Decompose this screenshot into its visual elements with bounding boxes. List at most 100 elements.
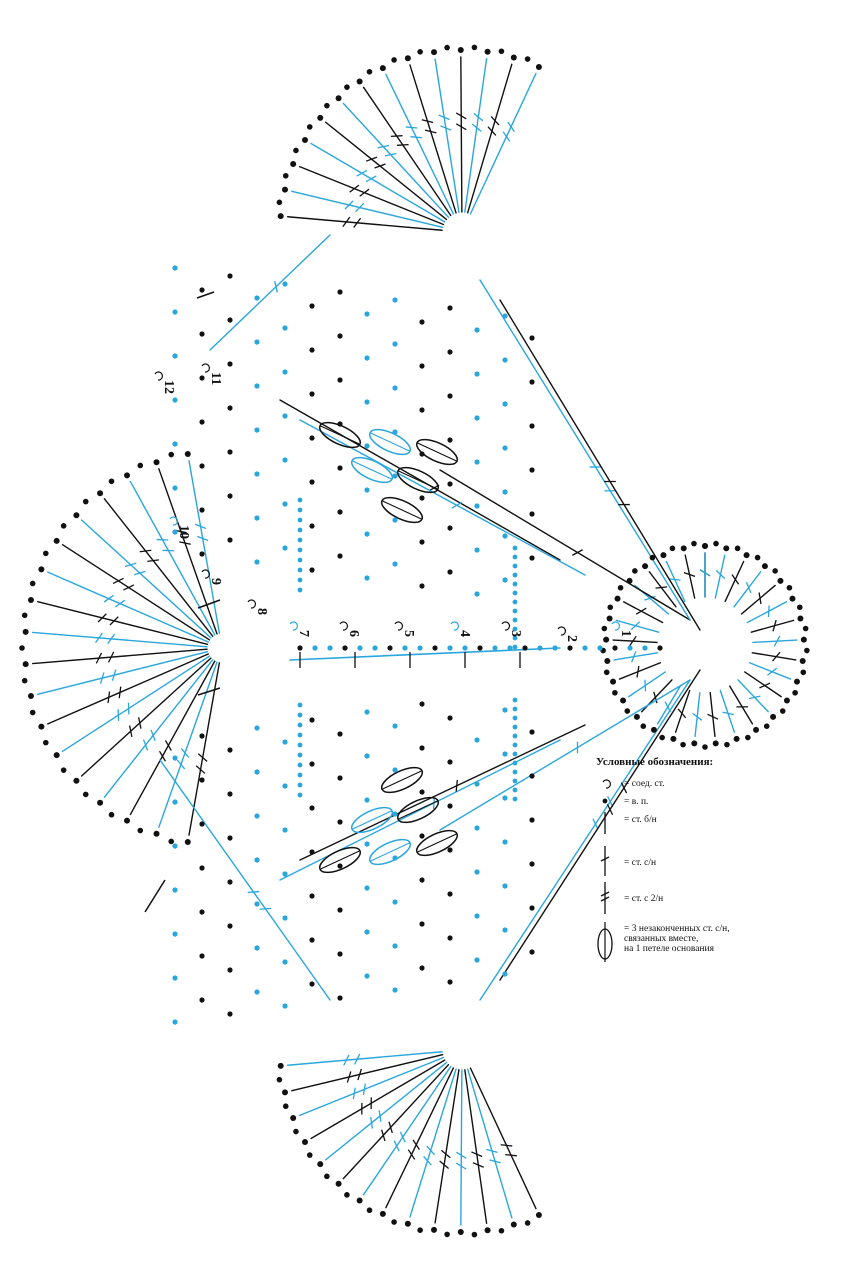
chain-dot xyxy=(632,568,638,574)
stitch-line xyxy=(750,619,795,633)
stitch-line xyxy=(362,86,452,217)
chain-dot xyxy=(254,471,260,477)
chain-dot xyxy=(199,997,205,1003)
stitch-crossbar xyxy=(630,651,637,663)
stitch-crossbar xyxy=(390,135,403,137)
chain-dot xyxy=(404,55,411,62)
chain-dot xyxy=(290,1114,297,1121)
chain-dot xyxy=(502,445,508,451)
chain-dot xyxy=(297,772,303,778)
slip-stitch-icon xyxy=(602,779,612,789)
chain-dot xyxy=(337,377,343,383)
chain-dot xyxy=(484,1227,491,1234)
stitch-line xyxy=(628,671,666,698)
chain-dot xyxy=(364,487,370,493)
chain-dot xyxy=(614,595,621,602)
chain-dot xyxy=(419,451,425,457)
chain-dot xyxy=(227,537,233,543)
stitch-crossbar xyxy=(653,691,658,704)
chain-dot xyxy=(502,707,508,713)
chain-dot xyxy=(342,645,348,651)
chain-dot xyxy=(502,883,508,889)
chain-dot xyxy=(392,297,398,303)
chain-dot xyxy=(474,957,480,963)
chain-dot xyxy=(680,741,686,748)
chain-dot xyxy=(356,1197,363,1204)
chain-dot xyxy=(137,462,144,469)
chain-dot xyxy=(309,523,315,529)
chain-dot xyxy=(364,753,370,759)
chain-dot xyxy=(297,527,303,533)
chain-dot xyxy=(447,305,453,311)
chain-dot xyxy=(276,199,283,206)
chain-dot xyxy=(512,760,518,766)
chain-dot xyxy=(282,369,288,375)
stitch-crossbar xyxy=(455,123,467,131)
chain-dot xyxy=(254,725,260,731)
chain-dot xyxy=(337,421,343,427)
chain-dot xyxy=(419,877,425,883)
chain-dot xyxy=(474,825,480,831)
stitch-crossbar xyxy=(384,152,397,157)
stitch-line xyxy=(342,1064,450,1180)
chain-dot xyxy=(290,161,297,168)
chain-dot xyxy=(97,490,104,497)
stitch-crossbar xyxy=(502,131,511,142)
legend-label: = ст. б/н xyxy=(624,815,657,825)
chain-dot xyxy=(627,645,633,651)
chain-dot xyxy=(392,561,398,567)
chain-dot xyxy=(254,559,260,565)
chain-dot xyxy=(529,467,535,473)
chain-dot xyxy=(392,723,398,729)
stitch-crossbar xyxy=(699,569,711,577)
stitch-line xyxy=(729,685,754,725)
stitch-line xyxy=(469,1067,537,1210)
chain-dot xyxy=(60,523,67,529)
chain-dot xyxy=(199,287,205,293)
stitch-crossbar xyxy=(715,570,726,579)
chain-dot xyxy=(309,479,315,485)
stitch-crossbar xyxy=(683,572,696,577)
stitch-crossbar xyxy=(365,175,377,183)
chain-dot xyxy=(73,512,80,519)
chain-dot xyxy=(337,819,343,825)
chain-dot xyxy=(254,769,260,775)
chain-dot xyxy=(529,949,535,955)
chain-dot xyxy=(417,1227,423,1234)
chain-dot xyxy=(713,540,719,547)
chain-dot xyxy=(335,1180,342,1187)
stitch-crossbar xyxy=(722,711,734,716)
chain-dot xyxy=(502,357,508,363)
chain-dot xyxy=(153,830,160,837)
chain-dot xyxy=(364,709,370,715)
chain-dot xyxy=(444,44,450,51)
chain-dot xyxy=(282,413,288,419)
stitch-line xyxy=(434,58,460,213)
chain-dot xyxy=(512,590,518,596)
chart-dots xyxy=(19,44,810,1238)
slip-stitch-mark xyxy=(201,363,211,373)
chain-dot xyxy=(612,645,618,651)
chain-dot xyxy=(419,921,425,927)
stitch-line xyxy=(733,571,762,608)
stitch-crossbar xyxy=(381,1129,386,1142)
chain-dot xyxy=(297,752,303,758)
chain-dot xyxy=(372,645,378,651)
stitch-crossbar xyxy=(359,188,370,197)
chain-dot xyxy=(512,724,518,730)
chain-dot xyxy=(364,797,370,803)
chain-dot xyxy=(474,869,480,875)
chain-dot xyxy=(793,678,800,685)
chain-dot xyxy=(770,713,777,720)
chain-dot xyxy=(227,879,233,885)
chain-dot xyxy=(297,702,303,708)
stitch-crossbar xyxy=(748,695,761,700)
chain-dot xyxy=(507,645,513,651)
chain-dot xyxy=(392,987,398,993)
stitch-crossbar xyxy=(636,665,640,678)
chain-dot xyxy=(447,481,453,487)
stitch-crossbar xyxy=(731,574,740,585)
chain-dot xyxy=(512,617,518,623)
chain-dot xyxy=(356,78,363,85)
chain-dot xyxy=(607,604,614,611)
